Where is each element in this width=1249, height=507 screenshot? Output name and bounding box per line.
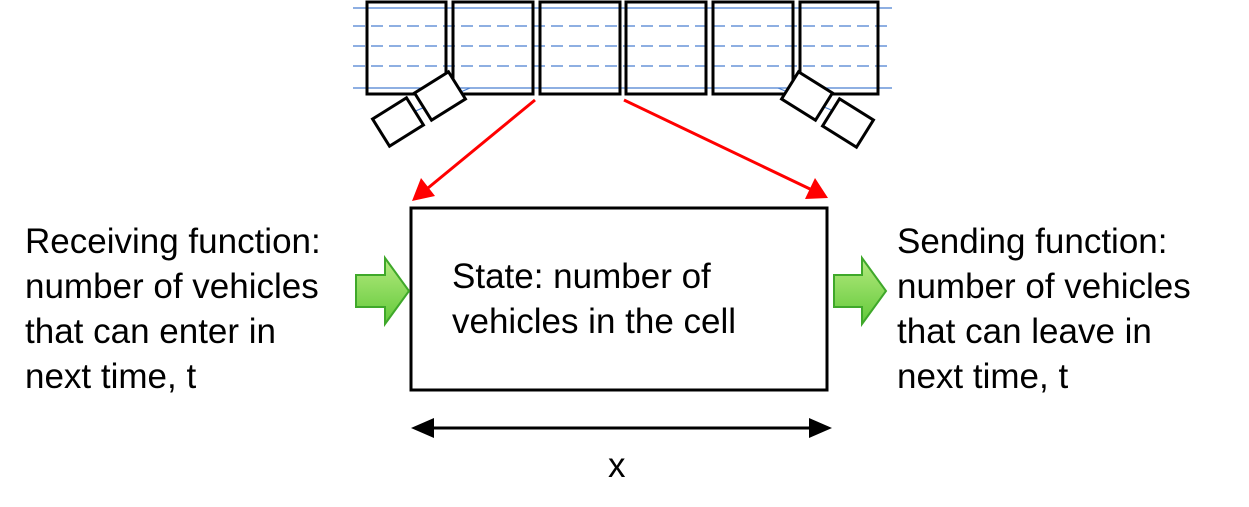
outflow-arrow [833, 254, 888, 328]
sending-function-label: Sending function: number of vehicles tha… [897, 219, 1191, 399]
road-cell-2 [451, 0, 535, 96]
road-cell-5 [711, 0, 795, 96]
receiving-line-3: that can enter in [25, 312, 276, 351]
road-cell-3 [538, 0, 622, 96]
off-ramp-cell-1 [779, 69, 835, 123]
zoom-arrow-left [427, 98, 536, 190]
cell-length-label: x [608, 446, 626, 485]
zoom-arrows [412, 98, 828, 201]
ramp-cells [370, 69, 876, 150]
zoom-arrowhead-left [412, 178, 435, 201]
zoom-arrowhead-right [805, 178, 828, 199]
cell-box [409, 206, 829, 392]
state-line-2: vehicles in the cell [452, 302, 737, 341]
zoom-arrow-right [623, 98, 811, 191]
cell-length-dimension [411, 418, 832, 438]
sending-line-1: Sending function: [897, 222, 1168, 261]
sending-line-4: next time, t [897, 357, 1069, 396]
road-cell-1 [365, 0, 448, 96]
receiving-line-2: number of vehicles [25, 267, 319, 306]
receiving-line-1: Receiving function: [25, 222, 321, 261]
road-cell-4 [624, 0, 708, 96]
road-cells [365, 0, 880, 96]
sending-line-2: number of vehicles [897, 267, 1191, 306]
inflow-arrow [355, 254, 411, 328]
receiving-line-4: next time, t [25, 357, 197, 396]
on-ramp-cell-1 [370, 95, 426, 149]
sending-line-3: that can leave in [897, 312, 1152, 351]
dimension-arrowhead-left [411, 418, 434, 438]
road-cell-6 [798, 0, 880, 96]
state-line-1: State: number of [452, 257, 711, 296]
on-ramp-cell-2 [412, 69, 468, 123]
dimension-arrowhead-right [809, 418, 832, 438]
receiving-function-label: Receiving function: number of vehicles t… [25, 219, 321, 399]
cell-state-label: State: number of vehicles in the cell [452, 254, 736, 344]
off-ramp-cell-2 [820, 96, 876, 150]
